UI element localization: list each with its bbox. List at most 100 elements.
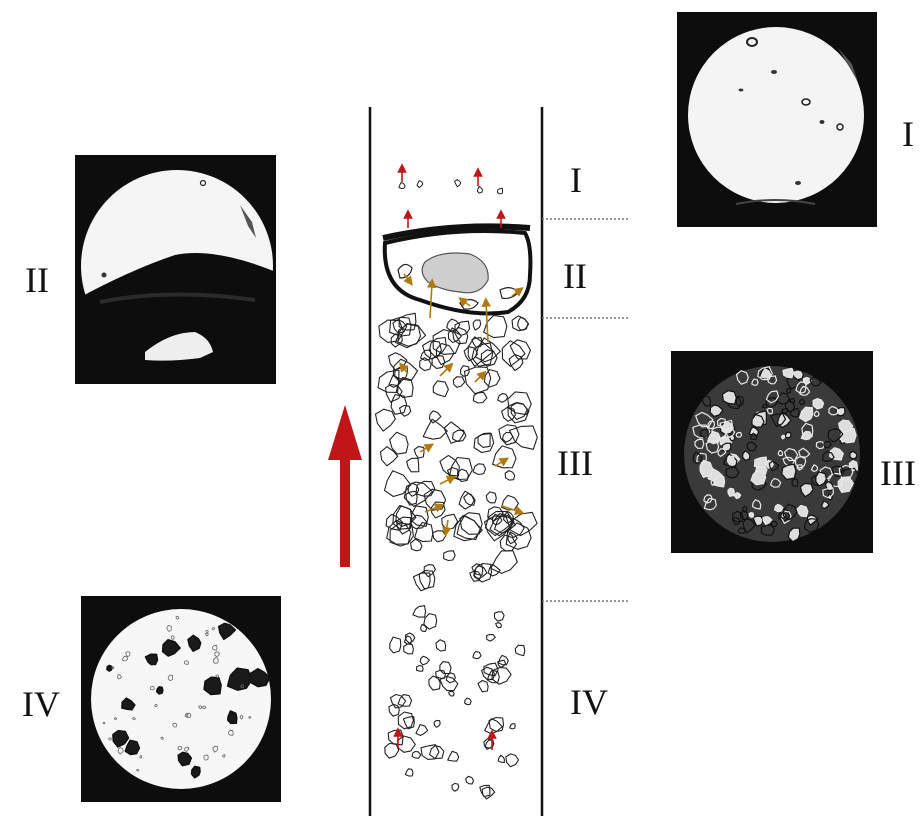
particle	[184, 713, 189, 718]
particle	[707, 420, 715, 430]
particle	[476, 185, 484, 194]
particle	[782, 503, 798, 521]
particle	[108, 737, 112, 741]
particle-motion-arrow	[439, 475, 457, 485]
particle	[471, 336, 483, 348]
particle	[813, 410, 820, 418]
particle	[423, 564, 436, 578]
particle	[737, 527, 747, 534]
zone-label-II: II	[563, 256, 587, 296]
particle	[389, 636, 402, 654]
particle	[504, 470, 516, 481]
particle	[459, 512, 483, 535]
particle	[483, 662, 499, 677]
particle	[215, 674, 220, 678]
particle	[447, 327, 462, 344]
particle	[204, 632, 209, 636]
particle	[121, 697, 136, 711]
particle	[389, 693, 407, 709]
particle	[823, 440, 832, 449]
particle	[485, 491, 497, 504]
zone-label-I: I	[570, 160, 582, 200]
particle	[480, 349, 498, 367]
particle	[703, 494, 713, 504]
particle	[428, 410, 442, 424]
particle	[211, 627, 215, 631]
particle	[432, 530, 447, 543]
particle	[239, 715, 244, 720]
particle	[498, 424, 520, 446]
photo-label-III: III	[880, 453, 916, 493]
particle	[762, 516, 773, 526]
particle	[428, 336, 447, 359]
particle	[803, 518, 820, 534]
particle	[420, 744, 440, 760]
particle	[418, 569, 436, 590]
particle	[809, 376, 822, 387]
particle	[403, 635, 413, 645]
particle	[420, 623, 428, 632]
particle	[205, 630, 209, 633]
particle-motion-arrow	[501, 505, 525, 516]
particle	[161, 638, 181, 657]
particle	[757, 366, 773, 381]
particle	[781, 463, 797, 481]
particle	[777, 449, 784, 457]
particle	[429, 745, 445, 759]
particle	[184, 746, 190, 752]
particle	[795, 456, 807, 469]
particle	[474, 337, 501, 363]
particle	[514, 644, 526, 657]
particle	[177, 746, 183, 751]
particle	[465, 775, 475, 785]
particle	[501, 340, 526, 367]
particle	[493, 611, 505, 622]
particle	[735, 431, 743, 438]
particle	[106, 664, 113, 672]
particle	[741, 505, 748, 513]
particle	[734, 492, 742, 500]
particle	[416, 180, 424, 189]
particle	[452, 429, 467, 443]
particle	[472, 391, 488, 404]
particle	[784, 431, 792, 439]
particle	[390, 394, 408, 415]
particle	[198, 705, 203, 709]
particle	[203, 676, 222, 696]
particle	[770, 413, 787, 427]
particle	[405, 490, 418, 506]
particle	[717, 417, 726, 427]
particle	[202, 705, 207, 710]
particle	[830, 465, 845, 478]
particle	[505, 753, 520, 768]
particle	[472, 463, 487, 476]
particle	[709, 404, 724, 417]
particle	[374, 408, 396, 432]
column-particle-arrows	[393, 163, 525, 750]
particle	[422, 418, 448, 440]
particle	[810, 464, 819, 473]
particle	[117, 747, 124, 755]
particle	[469, 570, 482, 582]
particle	[497, 659, 507, 668]
particle	[175, 615, 180, 620]
particle	[432, 380, 449, 398]
particle	[471, 342, 494, 367]
particle	[786, 387, 792, 394]
particle	[406, 457, 420, 473]
particle	[211, 644, 218, 651]
particle	[431, 354, 446, 369]
particle	[190, 765, 201, 779]
particle	[508, 353, 524, 372]
particle	[742, 450, 751, 461]
particle	[448, 690, 455, 697]
particle	[770, 520, 778, 528]
particle	[415, 480, 436, 497]
particle	[491, 513, 503, 526]
particle	[789, 407, 800, 418]
particle	[776, 411, 792, 428]
particle	[397, 694, 413, 707]
particle	[721, 390, 737, 405]
particle	[403, 481, 433, 507]
particle	[447, 750, 460, 762]
